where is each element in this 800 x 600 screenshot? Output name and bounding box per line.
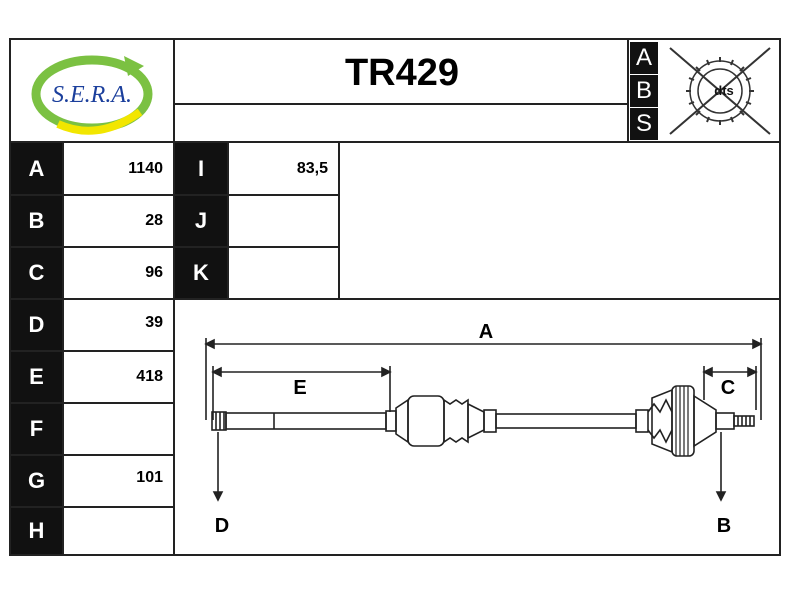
sera-logo: S.E.R.A. [31, 55, 153, 135]
dim-value-a: 1140 [128, 159, 163, 177]
row-divider [9, 246, 175, 248]
dim-label-i: I [175, 143, 227, 194]
ijk-row-divider [173, 246, 340, 248]
header-bottom-divider [9, 141, 781, 143]
title-underline [173, 103, 629, 105]
abs-letter-b: B [630, 75, 658, 107]
dim-label-b: B [11, 196, 62, 246]
no-abs-sensor-icon: dts [669, 47, 771, 135]
logo-text: S.E.R.A. [52, 82, 132, 108]
dim-value-c: 96 [145, 264, 163, 281]
dim-label-d: D [11, 300, 62, 350]
dim-label-e: E [11, 352, 62, 402]
dim-value-f [64, 404, 173, 454]
row-divider [9, 454, 175, 456]
dim-value-d: 39 [145, 314, 163, 331]
abs-letter-s: S [630, 108, 658, 140]
dim-value-b: 28 [145, 212, 163, 229]
dim-b-label: B [717, 515, 731, 537]
ijk-value-divider [338, 141, 340, 298]
dim-label-f: F [11, 404, 62, 454]
row-divider [9, 506, 175, 508]
title-divider [627, 38, 629, 142]
abs-icon-text: dts [714, 83, 734, 98]
row-divider [9, 402, 175, 404]
drawing-top-divider [173, 298, 781, 300]
dim-value-j [229, 196, 338, 246]
row-divider [9, 350, 175, 352]
ijk-row-divider [173, 194, 340, 196]
dim-d-label: D [215, 515, 229, 537]
dim-label-j: J [175, 196, 227, 246]
left-table-divider [62, 141, 64, 556]
ijk-label-divider [227, 141, 229, 298]
dim-label-h: H [11, 508, 62, 554]
row-divider [9, 298, 175, 300]
dim-label-k: K [175, 248, 227, 298]
part-number-title: TR429 [344, 51, 460, 94]
drive-shaft-drawing: A E C D B [204, 321, 763, 537]
spec-sheet-frame [9, 38, 781, 556]
dim-value-g: 101 [136, 469, 163, 486]
dim-value-i: 83,5 [296, 159, 328, 177]
logo-divider [173, 38, 175, 556]
dim-value-k [229, 248, 338, 298]
dim-e-label: E [293, 377, 306, 399]
dim-label-c: C [11, 248, 62, 298]
dim-a-label: A [479, 321, 493, 343]
dim-value-h [64, 508, 173, 554]
dim-label-a: A [11, 143, 62, 194]
dim-label-g: G [11, 456, 62, 506]
abs-letter-a: A [630, 42, 658, 74]
row-divider [9, 194, 175, 196]
dim-c-label: C [721, 377, 735, 399]
dim-value-e: 418 [136, 368, 163, 385]
